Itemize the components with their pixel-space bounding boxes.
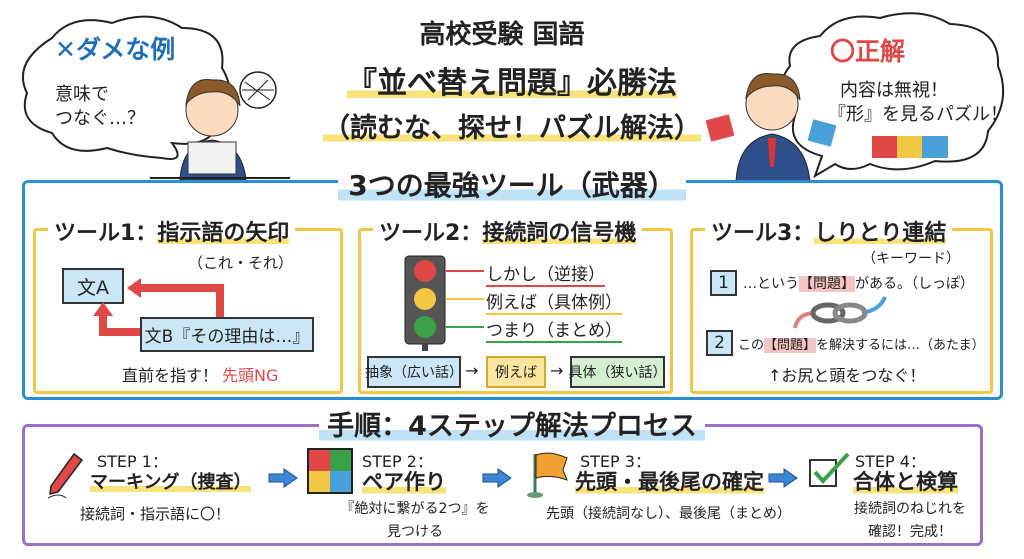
steps-section-right [490, 424, 983, 546]
step-arrow-icon [482, 468, 512, 488]
tool3-note: （キーワード） [862, 251, 960, 267]
title-line1: 高校受験 国語 [419, 20, 585, 50]
puzzle-pieces-icon [872, 136, 948, 158]
sentence-b-box: 文B『その理由は…』 [140, 317, 314, 352]
tool3-title: ツール3：しりとり連結 [705, 215, 953, 247]
steps-section [22, 424, 492, 546]
tool3-caption: ↑お尻と頭をつなぐ！ [768, 366, 926, 385]
traffic-light-icon [404, 255, 484, 351]
step2-desc1: 『絶対に繋がる2つ』を [340, 501, 490, 517]
steps-heading: 手順：4ステップ解法プロセス [319, 411, 705, 442]
tool3-name: しりとり連結 [814, 221, 947, 246]
tool3-panel: ツール3：しりとり連結 [690, 215, 993, 394]
tool2-panel: ツール2：接続詞の信号機 [358, 215, 673, 394]
tool2-label: ツール2： [379, 221, 483, 246]
step2-title: ペア作り [362, 466, 446, 496]
good-example-heading: 〇正解 [830, 37, 906, 66]
tool1-label: ツール1： [54, 221, 158, 246]
row2-number: 2 [706, 330, 733, 356]
row1-keyword: 【問題】 [799, 276, 855, 292]
sentence-a-box: 文A [62, 268, 124, 304]
happy-student-illustration [705, 73, 837, 182]
flow-abstract: 抽象（広い話） [365, 356, 463, 388]
checkbox-icon [809, 452, 850, 487]
flow-arrow-1: → [465, 361, 479, 380]
bad-example-text2: つなぐ…？ [55, 108, 145, 129]
row1-pre: …という [743, 276, 799, 292]
good-example-text1: 内容は無視！ [840, 80, 948, 101]
tool1-note: （これ・それ） [188, 254, 294, 272]
title-line3: （読むな、探せ！パズル解法） [0, 106, 1024, 145]
bad-example-text1: 意味で [55, 84, 109, 105]
step1-label: STEP 1： [97, 452, 168, 471]
row2-keyword: 【問題】 [764, 338, 817, 353]
title-main: 『並べ替え問題』必勝法 [347, 66, 677, 101]
tools-heading-wrap: 3つの最強ツール（武器） [0, 164, 1024, 204]
step4-title: 合体と検算 [853, 466, 958, 496]
row1-post: がある。（しっぽ） [855, 276, 974, 292]
step-arrow-icon [268, 468, 298, 488]
confused-student-illustration [150, 71, 290, 180]
step4-desc2: 確認！完成！ [850, 521, 970, 543]
tool1-title: ツール1：指示語の矢印 [48, 215, 296, 247]
tool1-panel: ツール1：指示語の矢印 [33, 215, 343, 394]
chain-link-icon [793, 296, 887, 329]
tool2-name: 接続詞の信号機 [482, 221, 637, 246]
step4-desc1: 接続詞のねじれを [854, 501, 966, 517]
bad-example-heading: ✕ダメな例 [55, 35, 176, 64]
flow-concrete: 具体（狭い話） [569, 356, 667, 388]
good-example-text2: 『形』を見るパズル！ [828, 104, 1008, 125]
tool1-caption: 直前を指す！先頭NG [122, 362, 278, 386]
title-sub: （読むな、探せ！パズル解法） [323, 113, 701, 144]
step3-desc: 先頭（接続詞なし）、最後尾（まとめ） [546, 506, 791, 522]
step2-desc2: 見つける [335, 521, 495, 543]
signal-red: しかし（逆接） [486, 260, 605, 287]
tool2-title: ツール2：接続詞の信号機 [373, 215, 643, 247]
step-arrow-icon [768, 468, 798, 488]
steps-heading-wrap: 手順：4ステップ解法プロセス [0, 404, 1024, 443]
puzzle-icon [307, 448, 353, 494]
tool3-label: ツール3： [711, 221, 815, 246]
step1-desc: 接続詞・指示語に〇！ [80, 505, 231, 523]
row2-post: を解決するには…（あたま） [816, 338, 985, 353]
pencil-icon [47, 452, 84, 499]
row2-pre: この [738, 338, 765, 353]
step1-title: マーキング（捜査） [90, 468, 252, 494]
tool1-name: 指示語の矢印 [157, 221, 290, 246]
title-line2: 『並べ替え問題』必勝法 [0, 58, 1024, 102]
tools-heading: 3つの最強ツール（武器） [338, 169, 686, 202]
tool3-row2: この【問題】を解決するには…（あたま） [738, 334, 985, 353]
flag-icon [527, 452, 568, 498]
row1-number: 1 [710, 270, 737, 296]
tool1-caption-text: 直前を指す！ [122, 366, 219, 385]
step3-title: 先頭・最後尾の確定 [575, 466, 764, 496]
flow-arrow-2: → [550, 361, 564, 380]
pointer-arrows-icon [93, 278, 224, 336]
flow-example: 例えば [486, 356, 546, 388]
thought-bubble-bad [22, 15, 231, 160]
signal-green: つまり（まとめ） [486, 316, 622, 343]
tool1-warning: 先頭NG [222, 366, 279, 385]
tool3-row1: …という【問題】がある。（しっぽ） [743, 273, 974, 293]
signal-yellow: 例えば（具体例） [486, 288, 622, 315]
